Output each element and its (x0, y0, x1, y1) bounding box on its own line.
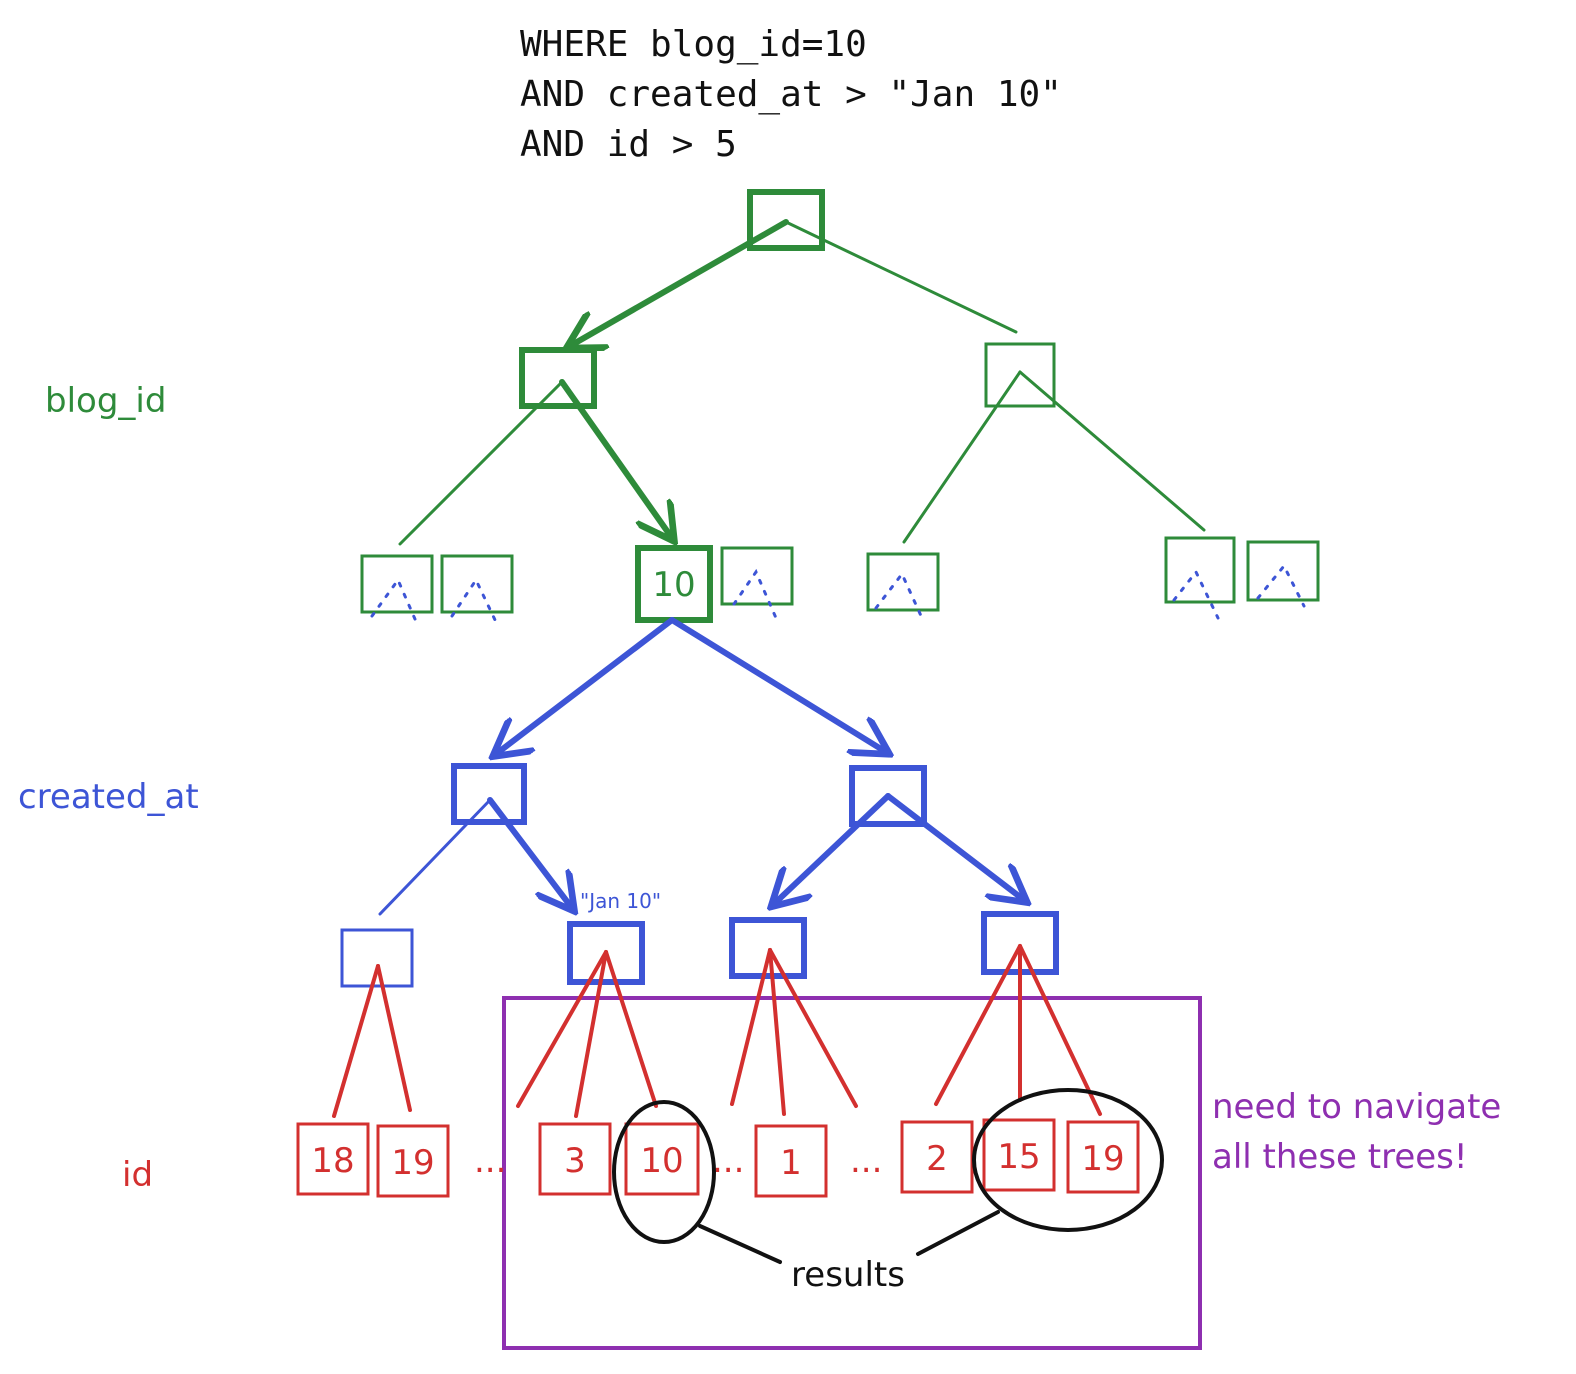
results-connector (916, 1210, 1000, 1256)
blog-id-edge (784, 220, 1018, 334)
navigate-highlight-box (502, 996, 1202, 1350)
created-at-internal-node (451, 763, 527, 825)
id-edge (516, 950, 608, 1108)
navigate-note: need to navigate all these trees! (1212, 1087, 1501, 1177)
id-value: 15 (997, 1137, 1040, 1177)
navigate-note-line-1: need to navigate (1212, 1087, 1501, 1127)
results-circle (612, 1100, 716, 1244)
created-at-path-arrow (496, 617, 675, 754)
results-connector (698, 1224, 782, 1264)
blog-id-edge (398, 380, 564, 546)
query-line-1: WHERE blog_id=10 (520, 24, 867, 65)
ellipsis: ... (474, 1141, 506, 1181)
blog-id-tree (360, 189, 1320, 628)
id-edge (604, 950, 658, 1108)
blog-id-leaf-node (1164, 536, 1236, 604)
level-label-id: id (122, 1155, 153, 1195)
blog-id-internal-node (519, 347, 597, 409)
created-at-path-arrow (774, 793, 891, 904)
created-at-leaf-node (729, 917, 807, 979)
id-leaf-node (982, 1118, 1056, 1192)
blog-id-leaf-node (866, 552, 940, 612)
created-at-leaf-node (340, 928, 414, 988)
id-value: 19 (391, 1143, 434, 1183)
ellipsis: ... (712, 1141, 744, 1181)
id-leaf-node (624, 1122, 700, 1196)
results-annotation (612, 1088, 1164, 1264)
created-at-leaf-node (567, 921, 645, 985)
id-value: 1 (780, 1143, 802, 1183)
blog-id-leaf-node (360, 554, 434, 614)
id-leaf-node (754, 1124, 828, 1198)
id-value: 10 (640, 1141, 683, 1181)
created-at-edge (378, 798, 492, 916)
id-values: 18 19 3 10 1 2 15 19 (311, 1137, 1124, 1183)
level-label-blog-id: blog_id (45, 381, 166, 421)
query-line-3: AND id > 5 (520, 124, 737, 165)
blog-id-edge (1018, 370, 1206, 532)
id-leaf-node (376, 1124, 450, 1198)
id-value: 2 (926, 1139, 948, 1179)
ellipsis: ... (850, 1141, 882, 1181)
blog-id-leaf-node (1246, 540, 1320, 602)
id-leaf-node (1066, 1120, 1140, 1194)
id-edge (332, 964, 380, 1118)
id-edge (768, 948, 786, 1116)
results-label: results (791, 1255, 905, 1295)
id-value: 18 (311, 1141, 354, 1181)
subtree-hint-dots (370, 563, 1306, 628)
id-edge (934, 944, 1022, 1106)
blog-id-edge (902, 370, 1022, 544)
created-at-path-arrow (487, 797, 572, 908)
navigate-note-line-2: all these trees! (1212, 1137, 1468, 1177)
id-value: 3 (564, 1141, 586, 1181)
query-text: WHERE blog_id=10 AND created_at > "Jan 1… (520, 24, 1062, 165)
created-at-path-arrow (669, 617, 886, 752)
query-line-2: AND created_at > "Jan 10" (520, 74, 1062, 115)
blog-id-internal-node (984, 342, 1056, 408)
id-edge (768, 948, 858, 1108)
blog-id-path-arrow-1 (570, 219, 789, 346)
jan-10-label: "Jan 10" (580, 889, 661, 913)
id-edge (376, 964, 412, 1112)
id-edge (730, 948, 772, 1106)
blog-id-leaf-node (720, 546, 794, 606)
ellipses: ... ... ... (474, 1141, 882, 1181)
id-leaf-node (296, 1122, 370, 1196)
id-edge (1018, 944, 1102, 1116)
level-label-created-at: created_at (18, 777, 199, 817)
created-at-internal-node (849, 765, 927, 827)
id-value: 19 (1081, 1139, 1124, 1179)
created-at-path-arrow (885, 793, 1024, 900)
id-leaf-node (538, 1122, 612, 1196)
results-circle (972, 1088, 1164, 1232)
id-leaf-node (900, 1120, 974, 1194)
blog-id-path-arrow-2 (559, 379, 672, 538)
id-trees (296, 944, 1140, 1198)
blog-id-leaf-node (440, 554, 514, 614)
id-edge (574, 950, 608, 1118)
created-at-tree (340, 617, 1059, 988)
blog-id-target-value: 10 (652, 565, 695, 605)
blog-id-root-node (747, 189, 825, 251)
